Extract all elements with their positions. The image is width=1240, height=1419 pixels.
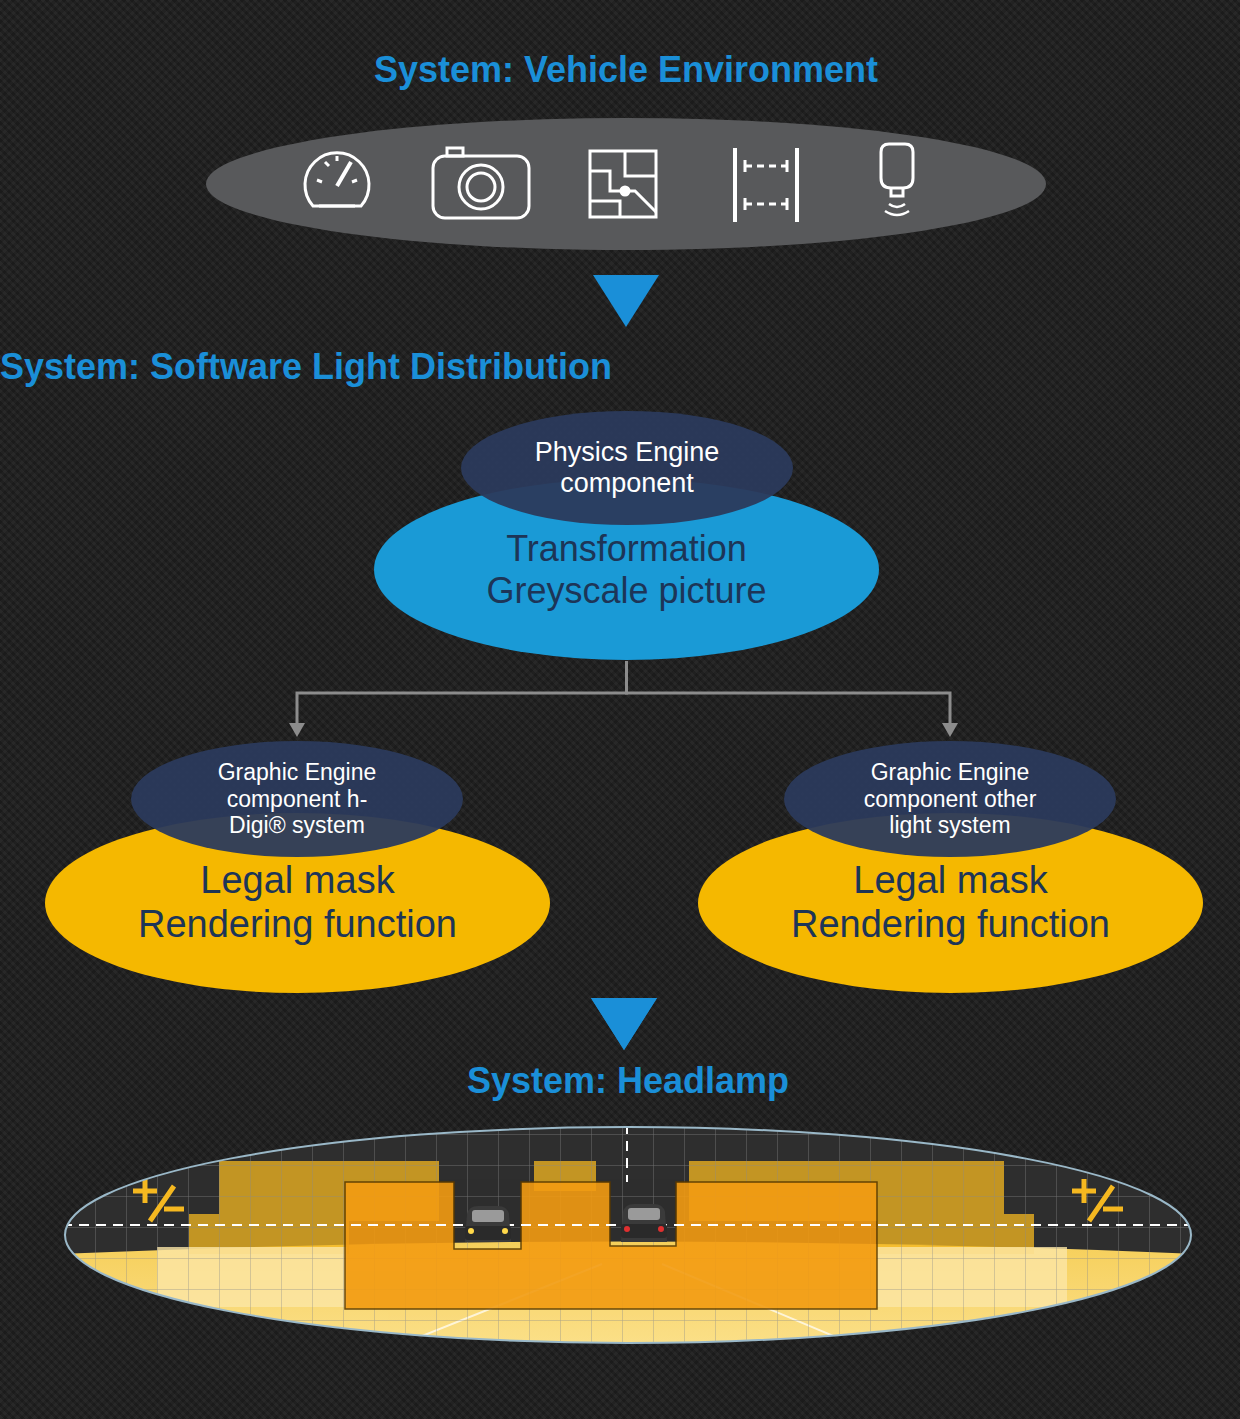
ellipse-node: Graphic Engine component h-Digi® system <box>130 740 464 858</box>
text-area: Transformation Greyscale picture <box>373 518 880 621</box>
text-area: Graphic Engine component h-Digi® system <box>130 740 464 858</box>
map-icon <box>590 151 656 217</box>
node-text: Physics Engine component <box>507 437 747 499</box>
flow-arrow <box>591 998 657 1050</box>
text-area: Legal mask Rendering function <box>697 858 1204 948</box>
text-area: Legal mask Rendering function <box>44 858 551 948</box>
ellipse-fill <box>206 118 1046 250</box>
plus-minus-symbol <box>133 1179 1123 1221</box>
ellipse-node: Graphic Engine component other light sys… <box>783 740 1117 858</box>
system-heading: System: Software Light Distribution <box>0 342 1240 392</box>
ellipse-node: Physics Engine component <box>460 410 794 526</box>
branch-connector <box>297 661 627 725</box>
flow-arrow <box>591 998 657 1050</box>
text-area: Physics Engine component <box>460 410 794 526</box>
flow-arrow <box>593 275 659 327</box>
text-area: Graphic Engine component other light sys… <box>783 740 1117 858</box>
speedometer-icon <box>305 153 369 206</box>
system-heading: System: Vehicle Environment <box>205 45 1047 95</box>
branch-connector <box>627 661 951 725</box>
system-heading: System: Headlamp <box>62 1056 1194 1106</box>
environment-ellipse <box>205 116 1047 252</box>
node-text: Graphic Engine component h-Digi® system <box>207 759 387 838</box>
lane-icon <box>735 148 797 222</box>
sensor-icon <box>881 144 913 188</box>
system-group: System: Headlamp <box>62 1056 1194 1348</box>
camera-icon <box>433 156 529 218</box>
node-text: Graphic Engine component other light sys… <box>855 759 1045 838</box>
headlamp-beam-illustration <box>62 1124 1194 1348</box>
beam-pattern <box>62 1124 1194 1348</box>
car-icon <box>621 1204 667 1242</box>
car-icon <box>465 1206 511 1242</box>
arrowhead <box>289 723 305 737</box>
node-text: Transformation Greyscale picture <box>462 528 792 611</box>
sensor-icons <box>305 144 913 222</box>
arrowhead <box>942 723 958 737</box>
node-text: Legal mask Rendering function <box>775 859 1127 946</box>
system-group: System: Vehicle Environment <box>205 45 1047 253</box>
node-text: Legal mask Rendering function <box>122 859 474 946</box>
